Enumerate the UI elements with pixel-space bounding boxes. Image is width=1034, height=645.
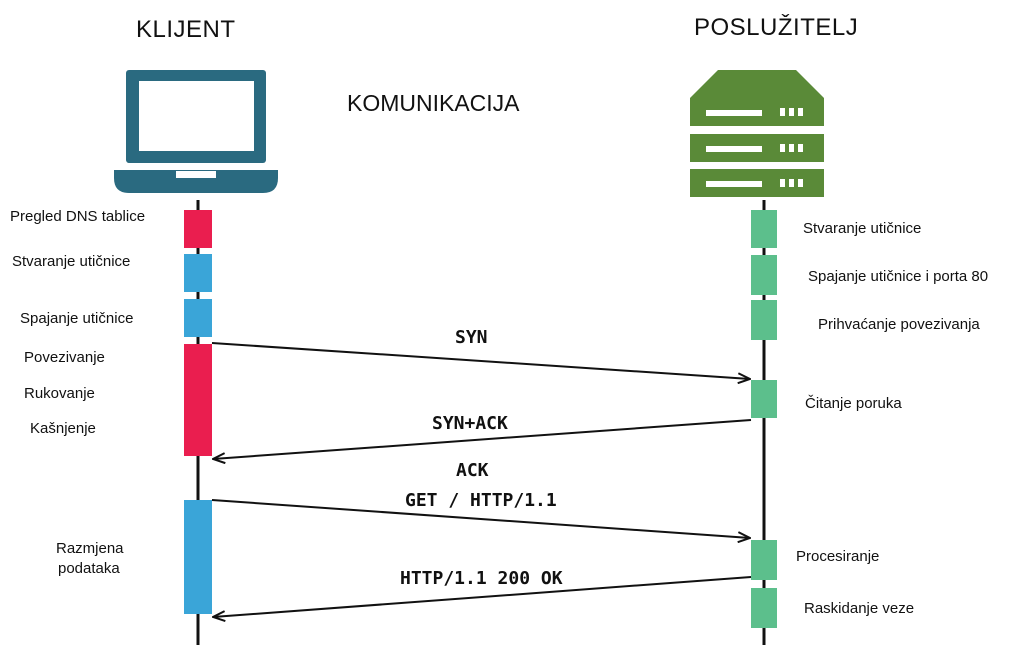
client-step-socket: Stvaranje utičnice <box>12 253 131 270</box>
client-bar-handshake <box>184 344 212 456</box>
server-bar-accept <box>751 300 777 340</box>
server-bar-process <box>751 540 777 580</box>
arrow-get <box>211 499 750 538</box>
client-bar-exchange <box>184 500 212 614</box>
laptop-icon <box>114 70 278 193</box>
client-step-dns: Pregled DNS tablice <box>10 208 146 225</box>
arrow-response <box>213 576 752 617</box>
server-step-socket: Stvaranje utičnice <box>803 220 922 237</box>
server-step-close: Raskidanje veze <box>804 600 915 617</box>
client-bar-connect <box>184 299 212 337</box>
server-rack-icon <box>690 70 824 197</box>
arrow-synack <box>213 419 752 459</box>
client-step-exchange-line2: podataka <box>58 560 120 577</box>
message-response-label: HTTP/1.1 200 OK <box>400 568 563 589</box>
server-step-bind: Spajanje utičnice i porta 80 <box>808 268 989 285</box>
client-title: KLIJENT <box>136 16 236 43</box>
server-step-process: Procesiranje <box>796 548 880 565</box>
message-synack-label: SYN+ACK <box>432 413 508 434</box>
client-step-delay: Kašnjenje <box>30 420 96 437</box>
server-bar-close <box>751 588 777 628</box>
server-bar-read <box>751 380 777 418</box>
message-get-label: GET / HTTP/1.1 <box>405 490 557 511</box>
center-title: KOMUNIKACIJA <box>347 90 520 116</box>
client-step-handshake: Rukovanje <box>24 385 95 402</box>
message-ack-label: ACK <box>456 460 489 481</box>
server-title: POSLUŽITELJ <box>694 14 859 41</box>
server-bar-socket <box>751 210 777 248</box>
server-bar-bind <box>751 255 777 295</box>
client-step-connecting: Povezivanje <box>24 349 105 366</box>
server-step-read: Čitanje poruka <box>805 395 902 412</box>
client-bar-socket <box>184 254 212 292</box>
arrow-syn <box>211 342 750 379</box>
client-step-connect: Spajanje utičnice <box>20 310 134 327</box>
message-syn-label: SYN <box>455 327 488 348</box>
server-step-accept: Prihvaćanje povezivanja <box>818 316 980 333</box>
client-step-exchange-line1: Razmjena <box>56 540 124 557</box>
client-bar-dns <box>184 210 212 248</box>
